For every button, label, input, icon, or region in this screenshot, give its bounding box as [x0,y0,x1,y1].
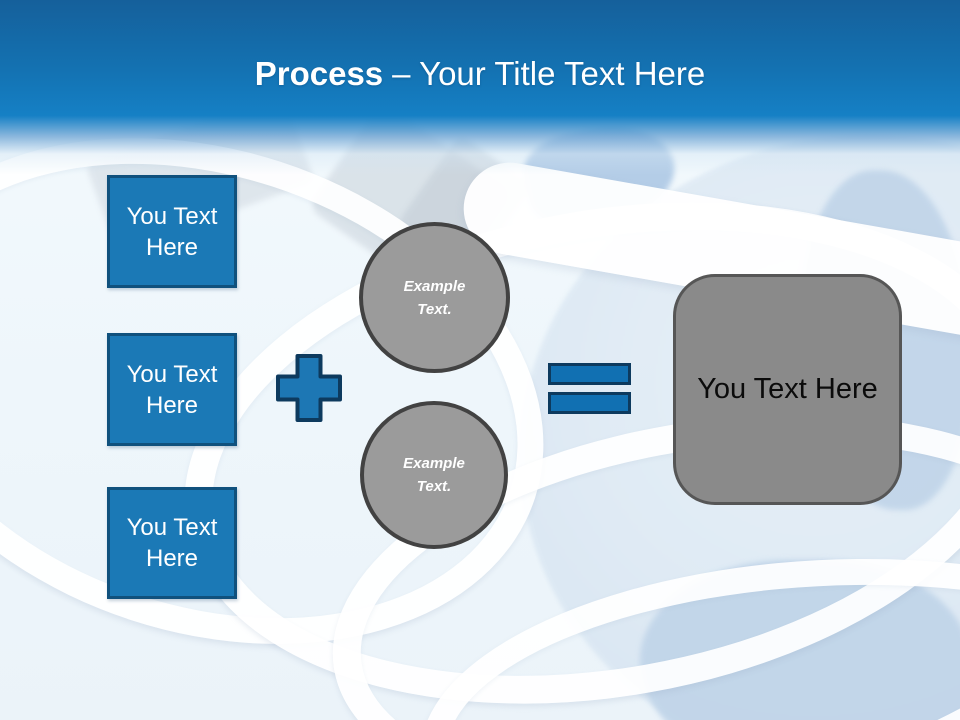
example-circle-1: Example Text. [359,222,510,373]
equals-icon [548,363,631,414]
input-box-3: You Text Here [107,487,237,599]
input-box-3-label: You Text Here [126,514,218,572]
example-circle-2: Example Text. [360,401,508,549]
example-circle-2-label: Example Text. [403,455,465,495]
example-circle-1-label: Example Text. [403,277,466,318]
input-box-1: You Text Here [107,175,237,288]
plus-icon [276,354,342,422]
background-cable-ring [411,538,960,720]
input-box-1-label: You Text Here [126,202,218,261]
slide-title-emphasis: Process [254,55,384,92]
background-continent [640,560,960,720]
slide-title: Process– Your Title Text Here [0,54,960,94]
header-band [0,0,960,175]
result-box: You Text Here [673,274,902,505]
result-box-label: You Text Here [697,373,878,405]
equals-bar-bottom [548,392,631,414]
input-box-2-label: You Text Here [126,360,218,419]
input-box-2: You Text Here [107,333,237,446]
slide-title-rest: – Your Title Text Here [392,55,706,92]
equals-bar-top [548,363,631,385]
